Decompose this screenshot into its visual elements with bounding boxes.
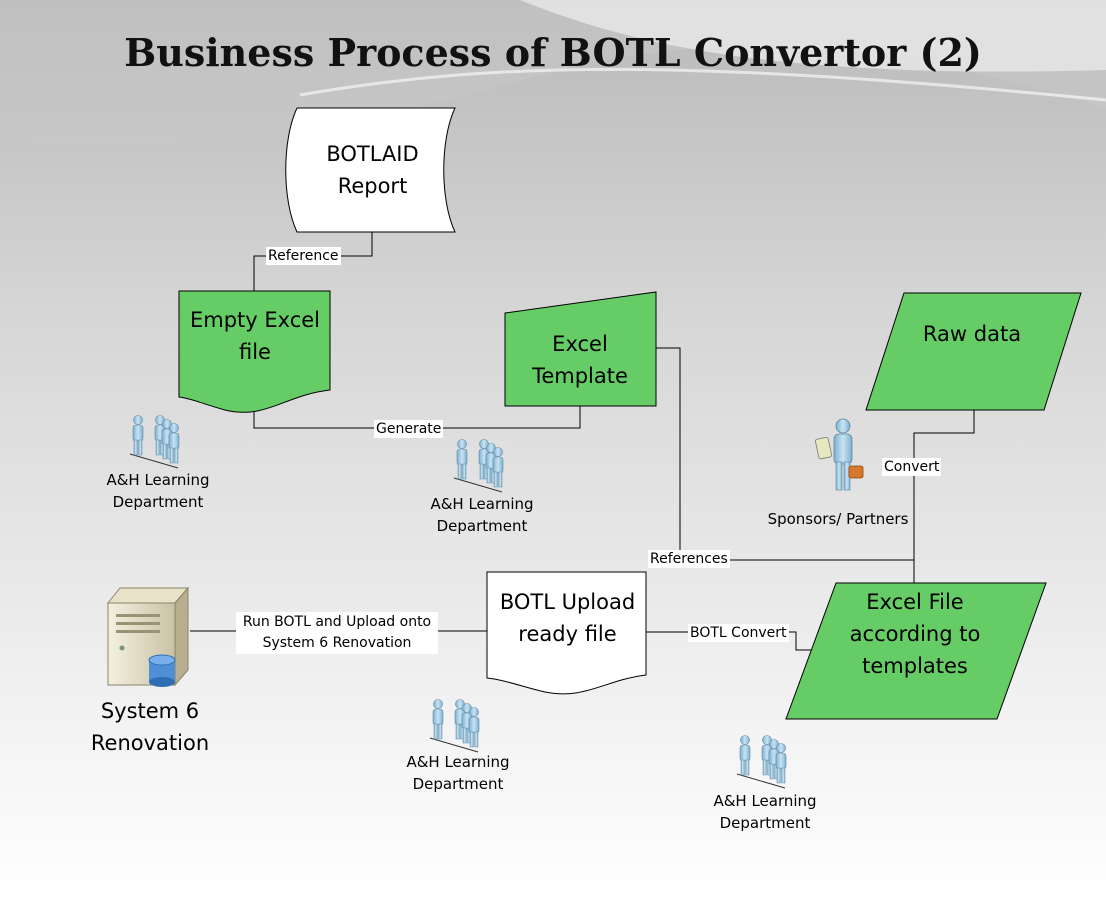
- sponsor-person-icon: [815, 418, 864, 491]
- ah-dept-label: A&H Learning Department: [106, 471, 210, 511]
- botl-convert-connector-label: BOTL Convert: [688, 624, 789, 642]
- empty-excel-label: Empty Excel file: [189, 308, 321, 364]
- excel-template-shape: [504, 291, 657, 407]
- raw-data-label: Raw data: [922, 322, 1022, 346]
- page-title: Business Process of BOTL Convertor (2): [124, 30, 982, 75]
- convert-connector-label: Convert: [882, 458, 942, 476]
- ah-dept-label: A&H Learning Department: [406, 753, 510, 793]
- botlaid-report-shape: [285, 107, 456, 233]
- server-icon: [106, 586, 190, 687]
- generate-connector-label: Generate: [374, 420, 444, 438]
- people-group-icon: [453, 439, 504, 493]
- people-group-icon: [129, 415, 180, 469]
- system6-label: System 6 Renovation: [90, 699, 210, 755]
- excel-file-templates-label: Excel File according to templates: [849, 590, 981, 678]
- botl-upload-shape: [486, 571, 647, 695]
- people-group-icon: [736, 735, 787, 789]
- reference-connector-label: Reference: [266, 247, 341, 265]
- botl-upload-label: BOTL Upload ready file: [499, 590, 636, 646]
- ah-dept-label: A&H Learning Department: [430, 495, 534, 535]
- people-group-icon: [429, 699, 480, 753]
- references-connector-label: References: [648, 550, 730, 568]
- sponsors-label: Sponsors/ Partners: [767, 510, 909, 528]
- excel-template-label: Excel Template: [532, 332, 628, 388]
- ah-dept-label: A&H Learning Department: [713, 792, 817, 832]
- raw-data-shape: [865, 292, 1082, 411]
- empty-excel-shape: [178, 290, 331, 413]
- botlaid-report-label: BOTLAID Report: [326, 142, 419, 198]
- run-botl-connector-label: Run BOTL and Upload onto System 6 Renova…: [236, 612, 438, 654]
- excel-file-templates-shape: [785, 582, 1047, 720]
